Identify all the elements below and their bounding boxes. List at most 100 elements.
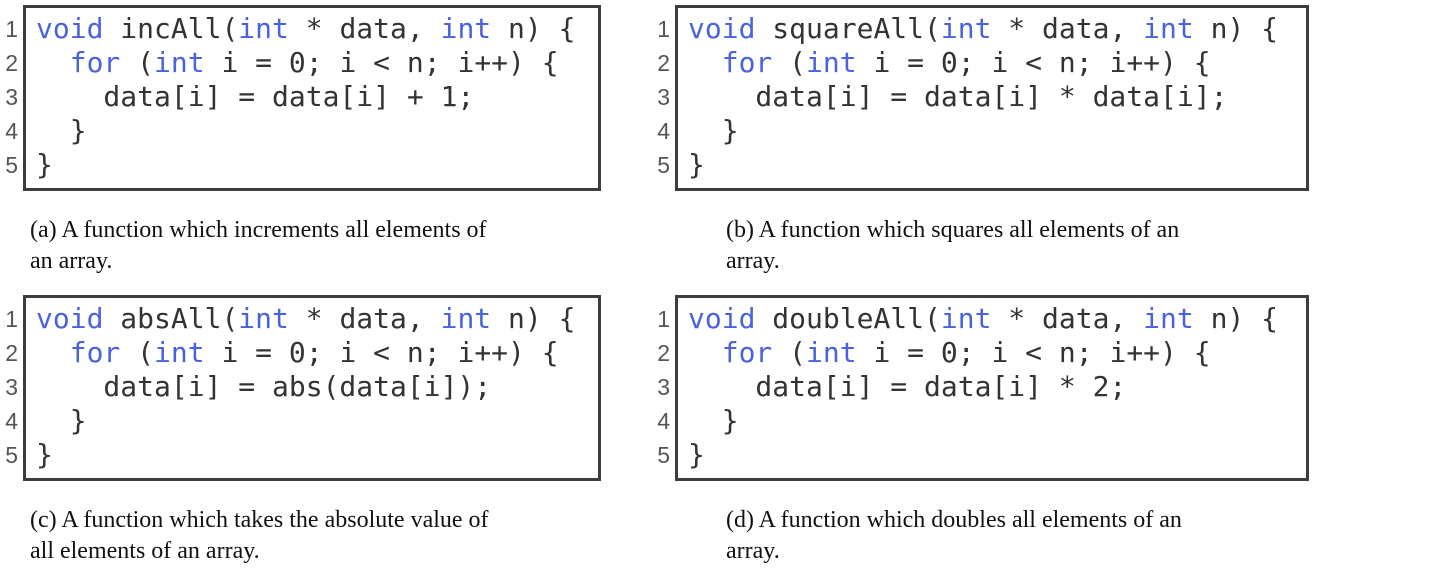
caption-a: (a) A function which increments all elem… bbox=[0, 215, 601, 277]
code-token: i = 0; i < n; i++) { bbox=[204, 46, 559, 79]
code-token: n) { bbox=[491, 302, 576, 335]
code-line: } bbox=[688, 148, 1298, 182]
line-number: 1 bbox=[657, 306, 670, 332]
line-number: 2 bbox=[5, 50, 18, 76]
keyword-token: int bbox=[940, 302, 992, 335]
keyword-token: for bbox=[69, 46, 121, 79]
code-line: data[i] = data[i] * data[i]; bbox=[688, 80, 1298, 114]
code-token: } bbox=[36, 404, 87, 437]
code-token: } bbox=[688, 438, 705, 471]
keyword-token: for bbox=[721, 46, 773, 79]
code-line: for (int i = 0; i < n; i++) { bbox=[688, 46, 1298, 80]
caption-b: (b) A function which squares all element… bbox=[652, 215, 1309, 277]
keyword-token: void bbox=[688, 302, 756, 335]
code-token: n) { bbox=[1193, 302, 1279, 335]
code-token: data[i] = data[i] + 1; bbox=[36, 80, 475, 113]
code-box: void incAll(int * data, int n) { for (in… bbox=[23, 5, 601, 191]
caption-line: (a) A function which increments all elem… bbox=[30, 217, 487, 243]
code-token: doubleAll( bbox=[755, 302, 941, 335]
keyword-token: for bbox=[721, 336, 773, 369]
line-number: 5 bbox=[657, 442, 670, 468]
code-token bbox=[36, 336, 70, 369]
code-token: absAll( bbox=[103, 302, 239, 335]
line-number: 1 bbox=[5, 16, 18, 42]
code-token: ( bbox=[772, 46, 807, 79]
line-number: 5 bbox=[5, 152, 18, 178]
keyword-token: int bbox=[154, 46, 205, 79]
line-number: 3 bbox=[5, 374, 18, 400]
code-line: data[i] = data[i] * 2; bbox=[688, 370, 1298, 404]
line-number: 1 bbox=[657, 16, 670, 42]
code-line: for (int i = 0; i < n; i++) { bbox=[36, 46, 590, 80]
code-token: incAll( bbox=[103, 12, 239, 45]
caption-c: (c) A function which takes the absolute … bbox=[0, 505, 601, 567]
code-line: data[i] = abs(data[i]); bbox=[36, 370, 590, 404]
keyword-token: void bbox=[36, 12, 104, 45]
line-number: 3 bbox=[657, 84, 670, 110]
caption-line: (d) A function which doubles all element… bbox=[726, 507, 1182, 533]
keyword-token: int bbox=[440, 302, 492, 335]
code-box: void squareAll(int * data, int n) { for … bbox=[675, 5, 1309, 191]
code-token bbox=[688, 46, 722, 79]
code-line: void squareAll(int * data, int n) { bbox=[688, 12, 1298, 46]
keyword-token: int bbox=[940, 12, 992, 45]
line-number: 4 bbox=[5, 118, 18, 144]
line-number: 5 bbox=[657, 152, 670, 178]
code-token bbox=[36, 46, 70, 79]
code-box: void absAll(int * data, int n) { for (in… bbox=[23, 295, 601, 481]
code-line: void incAll(int * data, int n) { bbox=[36, 12, 590, 46]
keyword-token: int bbox=[1143, 302, 1194, 335]
code-line: void absAll(int * data, int n) { bbox=[36, 302, 590, 336]
code-token: i = 0; i < n; i++) { bbox=[856, 46, 1211, 79]
keyword-token: int bbox=[238, 12, 289, 45]
code-line: } bbox=[36, 148, 590, 182]
code-line: for (int i = 0; i < n; i++) { bbox=[688, 336, 1298, 370]
code-token: ( bbox=[772, 336, 807, 369]
code-token: i = 0; i < n; i++) { bbox=[204, 336, 559, 369]
code-line: } bbox=[36, 404, 590, 438]
code-token: } bbox=[36, 438, 53, 471]
keyword-token: int bbox=[806, 46, 857, 79]
code-token: ( bbox=[120, 46, 155, 79]
code-token: n) { bbox=[491, 12, 576, 45]
code-token: } bbox=[36, 114, 87, 147]
code-token: n) { bbox=[1193, 12, 1279, 45]
code-line: data[i] = data[i] + 1; bbox=[36, 80, 590, 114]
code-token: } bbox=[36, 148, 53, 181]
keyword-token: void bbox=[688, 12, 756, 45]
code-line: } bbox=[688, 404, 1298, 438]
caption-line: array. bbox=[726, 248, 780, 274]
keyword-token: void bbox=[36, 302, 104, 335]
line-number: 1 bbox=[5, 306, 18, 332]
caption-line: (c) A function which takes the absolute … bbox=[30, 507, 489, 533]
code-token: data[i] = abs(data[i]); bbox=[36, 370, 492, 403]
caption-line: an array. bbox=[30, 248, 113, 274]
line-number: 4 bbox=[657, 118, 670, 144]
line-number: 4 bbox=[657, 408, 670, 434]
code-token: } bbox=[688, 404, 739, 437]
code-token: squareAll( bbox=[755, 12, 941, 45]
code-token: } bbox=[688, 148, 705, 181]
line-number: 4 bbox=[5, 408, 18, 434]
code-token: * data, bbox=[288, 12, 441, 45]
code-box: void doubleAll(int * data, int n) { for … bbox=[675, 295, 1309, 481]
caption-d: (d) A function which doubles all element… bbox=[652, 505, 1309, 567]
code-line: for (int i = 0; i < n; i++) { bbox=[36, 336, 590, 370]
caption-line: (b) A function which squares all element… bbox=[726, 217, 1180, 243]
keyword-token: int bbox=[440, 12, 492, 45]
code-line: } bbox=[36, 114, 590, 148]
keyword-token: int bbox=[154, 336, 205, 369]
code-token: } bbox=[688, 114, 739, 147]
